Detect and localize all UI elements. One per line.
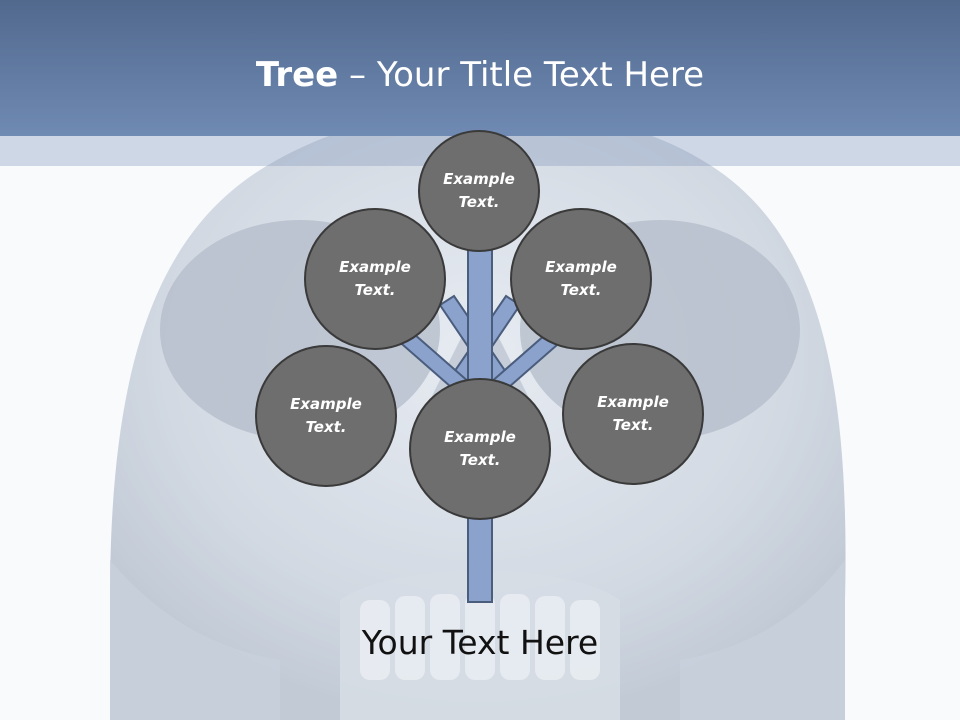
- title-bold: Tree: [255, 55, 339, 95]
- tree-node-upper-left-text: Example Text.: [339, 258, 411, 299]
- tree-node-lower-right: Example Text.: [562, 343, 704, 485]
- tree-node-center: Example Text.: [409, 378, 551, 520]
- tree-node-upper-left: Example Text.: [304, 208, 446, 350]
- tree-node-top: Example Text.: [418, 130, 540, 252]
- bottom-text: Your Text Here: [361, 623, 599, 662]
- title-bar: [0, 0, 960, 136]
- tree-node-upper-right: Example Text.: [510, 208, 652, 350]
- tree-node-lower-left: Example Text.: [255, 345, 397, 487]
- title-rest: – Your Title Text Here: [338, 55, 705, 95]
- slide-title: Tree – Your Title Text Here: [0, 52, 960, 98]
- tree-node-lower-left-text: Example Text.: [290, 395, 362, 436]
- tree-node-center-text: Example Text.: [444, 428, 516, 469]
- tree-node-top-text: Example Text.: [443, 170, 515, 211]
- tree-node-upper-right-text: Example Text.: [545, 258, 617, 299]
- tree-node-lower-right-text: Example Text.: [597, 393, 669, 434]
